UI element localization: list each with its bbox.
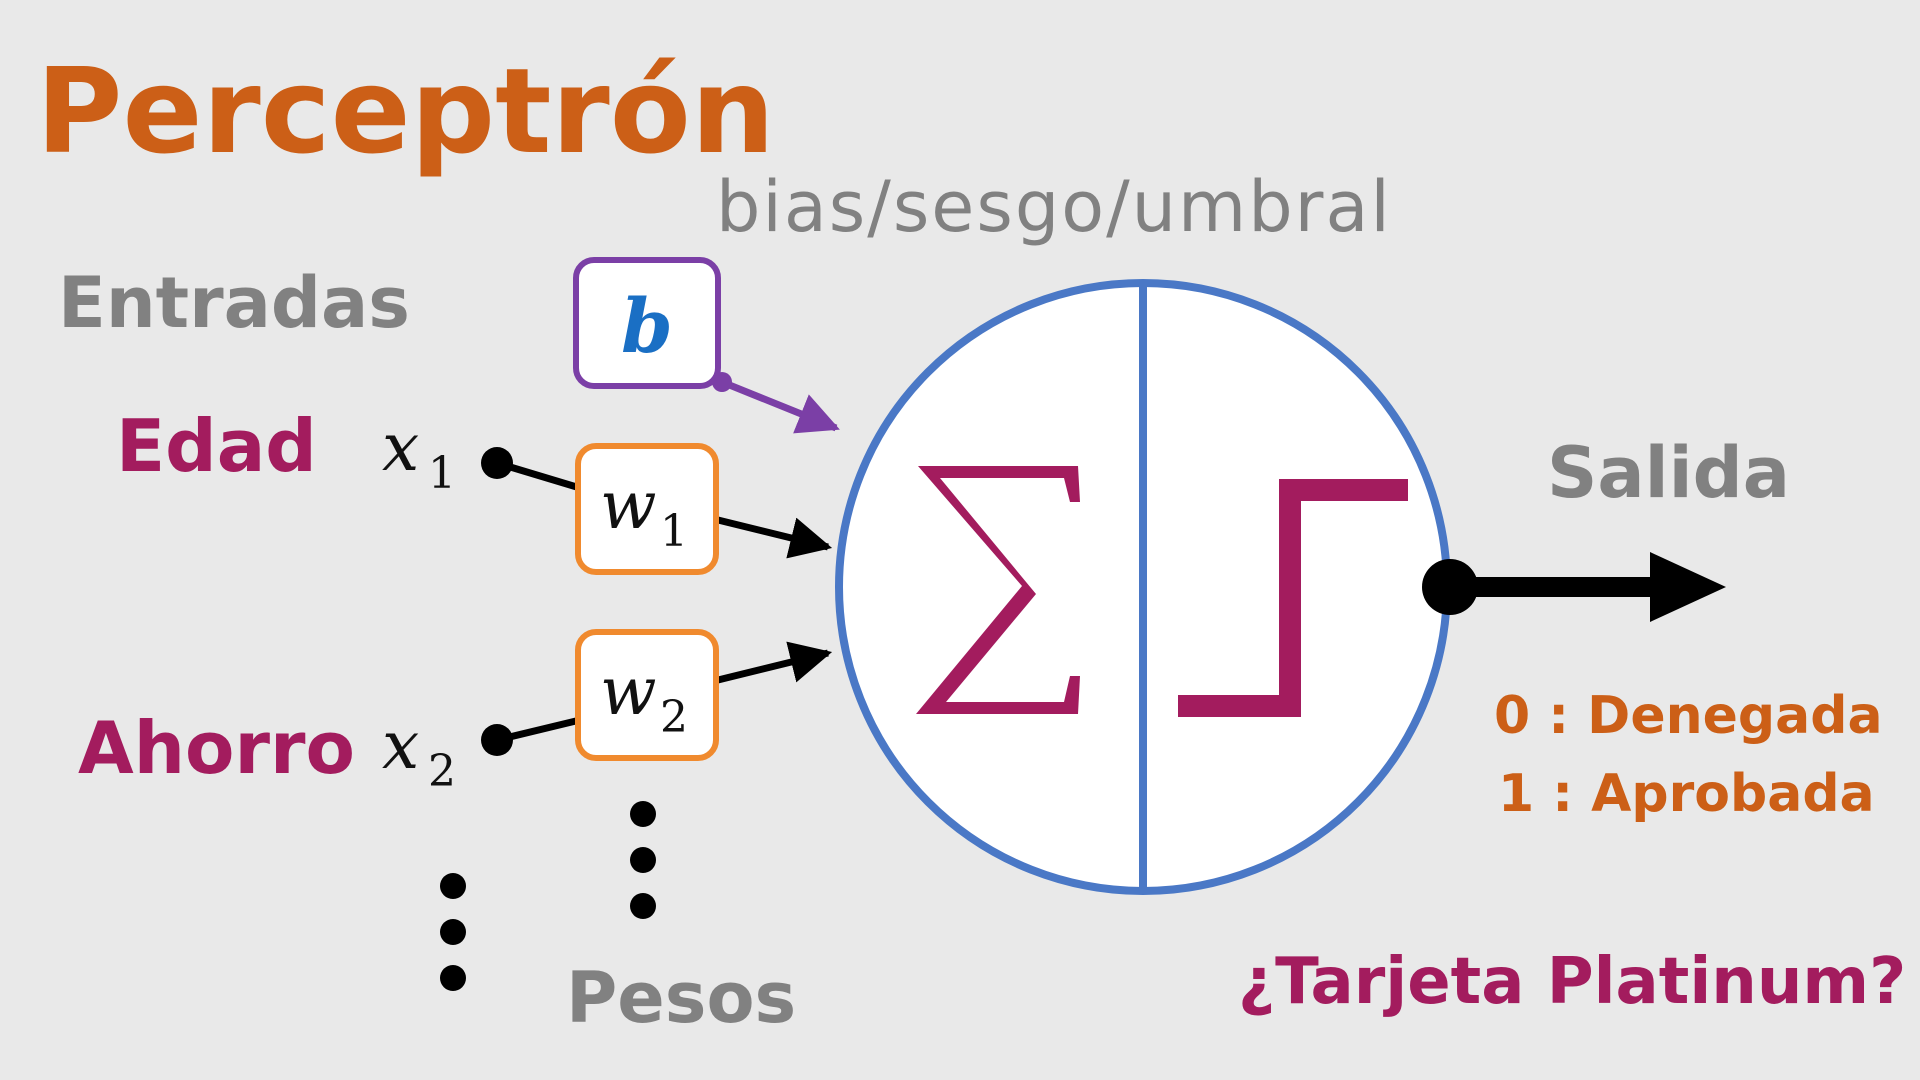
output-label: Salida — [1547, 432, 1790, 514]
weights-label: Pesos — [566, 957, 797, 1039]
input-variable-x1: x 1 — [382, 409, 456, 499]
svg-text:b: b — [621, 284, 673, 370]
svg-text:1: 1 — [660, 506, 688, 557]
arrow-right-icon — [1650, 552, 1726, 622]
svg-text:w: w — [600, 467, 657, 544]
input-line-1 — [495, 459, 582, 492]
weight-box-w2: w 2 — [575, 629, 719, 761]
weight-box-w1: w 1 — [575, 443, 719, 575]
svg-text:x: x — [382, 409, 419, 486]
bias-box: b — [573, 257, 721, 389]
output-value-1: 1 : Aprobada — [1498, 764, 1875, 824]
step-function-icon — [1178, 479, 1408, 717]
output-value-0: 0 : Denegada — [1494, 686, 1883, 746]
svg-text:2: 2 — [428, 746, 456, 797]
bias-label: bias/sesgo/umbral — [716, 166, 1392, 248]
svg-text:2: 2 — [660, 692, 688, 743]
svg-text:w: w — [600, 653, 657, 730]
input-variable-x2: x 2 — [382, 707, 456, 797]
inputs-label: Entradas — [58, 262, 410, 344]
page-title: Perceptrón — [36, 42, 775, 180]
bias-arrow — [720, 378, 840, 434]
weights-ellipsis — [630, 801, 656, 919]
svg-text:1: 1 — [428, 448, 456, 499]
svg-text:x: x — [382, 707, 419, 784]
weight-arrow-2 — [717, 641, 833, 684]
question-label: ¿Tarjeta Platinum? — [1238, 945, 1907, 1019]
input-name-edad: Edad — [116, 404, 317, 488]
inputs-ellipsis — [440, 873, 466, 991]
input-line-2 — [496, 716, 581, 744]
weight-arrow-1 — [717, 516, 833, 559]
input-name-ahorro: Ahorro — [78, 706, 355, 790]
